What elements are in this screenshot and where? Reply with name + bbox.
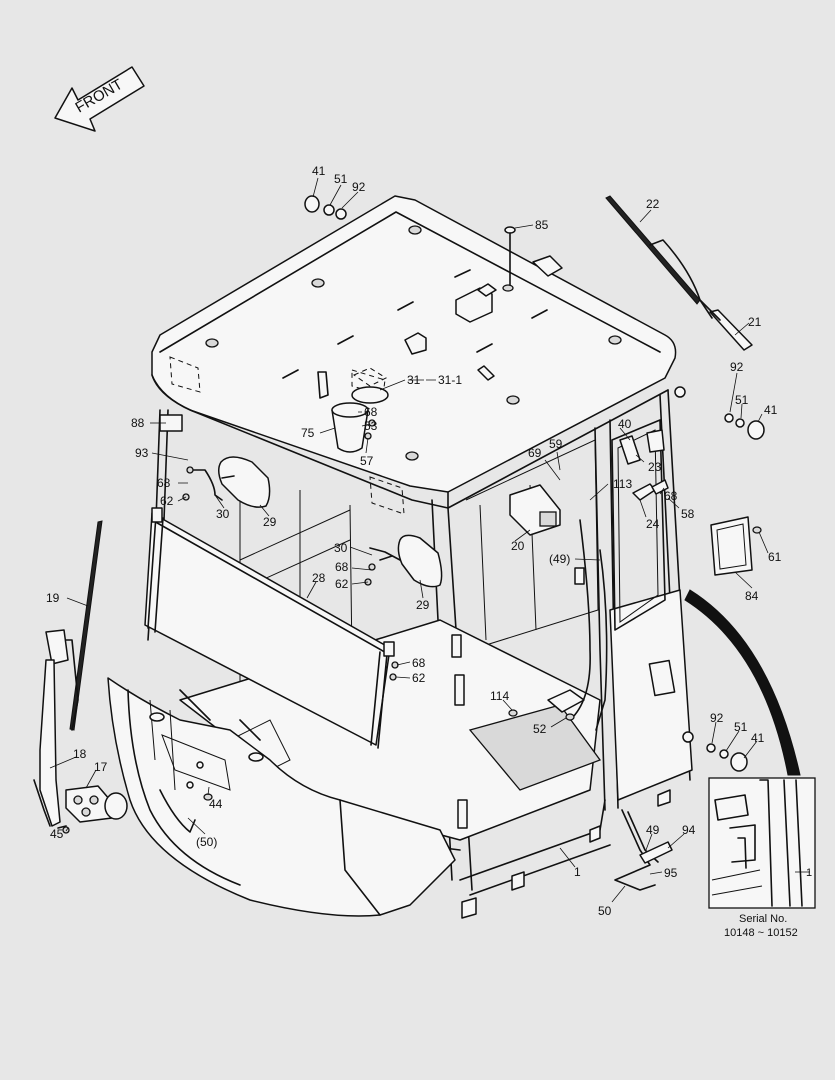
callout-23: 23 [648, 460, 662, 474]
cab-roof [151, 195, 677, 515]
callout-49: 49 [646, 823, 660, 837]
callout-113: 113 [613, 477, 632, 491]
controller-20 [509, 484, 561, 536]
callout-62-right: 62 [335, 577, 349, 591]
knob-set-top [304, 195, 347, 220]
front-wiper-arm-18-19 [33, 520, 103, 827]
callout-22: 22 [646, 197, 660, 211]
callout-93: 93 [135, 446, 149, 460]
callout-53: 53 [364, 419, 378, 433]
callout-84: 84 [745, 589, 759, 603]
front-lower-panel [107, 677, 456, 917]
knob-set-side [682, 731, 748, 772]
callout-58: 58 [681, 507, 695, 521]
callout-57: 57 [360, 454, 374, 468]
relay-23 [619, 429, 665, 465]
callout-62-shade: 62 [412, 671, 426, 685]
knob-set-rear [674, 386, 765, 440]
step-50 [614, 809, 673, 891]
callout-40: 40 [618, 417, 632, 431]
callout-51: 51 [334, 172, 348, 186]
callout-45: 45 [50, 827, 64, 841]
front-direction-arrow: FRONT [54, 66, 145, 132]
callout-92-rear: 92 [730, 360, 744, 374]
callout-30-left: 30 [216, 507, 230, 521]
callout-51-side: 51 [734, 720, 748, 734]
mirror-right-29 [369, 534, 443, 588]
callout-92-side: 92 [710, 711, 724, 725]
side-window-84 [710, 516, 762, 576]
callout-68-right: 68 [335, 560, 349, 574]
switch-24-58 [632, 479, 669, 501]
callout-52: 52 [533, 722, 547, 736]
callout-68-switch: 68 [664, 489, 678, 503]
sun-shade-28 [144, 507, 395, 749]
room-lamp-31 [351, 365, 495, 404]
callout-68-left: 68 [157, 476, 171, 490]
rear-wiper-arm-21-22 [605, 195, 753, 351]
callout-95: 95 [664, 866, 678, 880]
callout-labels: 41 51 92 85 22 21 92 51 41 31 31-1 88 68… [46, 164, 782, 918]
callout-50: 50 [598, 904, 612, 918]
callout-68-lamp: 68 [364, 405, 378, 419]
callout-30-right: 30 [334, 541, 348, 555]
callout-28: 28 [312, 571, 326, 585]
callout-61: 61 [768, 550, 782, 564]
callout-69: 69 [528, 446, 542, 460]
callout-114: 114 [490, 689, 509, 703]
mirror-left-29 [189, 456, 271, 508]
callout-31-1: 31-1 [438, 373, 462, 387]
callout-20: 20 [511, 539, 525, 553]
floor-bracket-52 [508, 689, 585, 721]
callout-62-left: 62 [160, 494, 174, 508]
roof-stud-85 [504, 226, 516, 286]
callout-24: 24 [646, 517, 660, 531]
inset-part-label: 1 [806, 867, 812, 879]
callout-29-left: 29 [263, 515, 277, 529]
callout-92: 92 [352, 180, 366, 194]
callout-50-panel: (50) [196, 835, 217, 849]
callout-31: 31 [407, 373, 421, 387]
inset-serial-range: 10148 ~ 10152 [724, 927, 798, 939]
callout-59: 59 [549, 437, 563, 451]
callout-41-side: 41 [751, 731, 765, 745]
callout-1: 1 [574, 865, 581, 879]
callout-51-rear: 51 [735, 393, 749, 407]
callout-85: 85 [535, 218, 549, 232]
cup-holder-75 [317, 371, 369, 453]
wiper-motor-17 [57, 785, 128, 829]
serial-inset: 1 Serial No. 10148 ~ 10152 [708, 777, 816, 939]
callout-18: 18 [73, 747, 87, 761]
inset-serial-label: Serial No. [739, 913, 787, 925]
callout-88: 88 [131, 416, 145, 430]
callout-19: 19 [46, 591, 60, 605]
callout-41: 41 [312, 164, 326, 178]
callout-21: 21 [748, 315, 762, 329]
wiring-harness-arc [684, 589, 801, 776]
callout-41-rear: 41 [764, 403, 778, 417]
callout-44: 44 [209, 797, 223, 811]
callout-29-right: 29 [416, 598, 430, 612]
callout-68-shade: 68 [412, 656, 426, 670]
callout-75: 75 [301, 426, 315, 440]
callout-94: 94 [682, 823, 696, 837]
leader-lines [49, 177, 769, 903]
callout-49-harness: (49) [549, 552, 570, 566]
callout-17: 17 [94, 760, 108, 774]
